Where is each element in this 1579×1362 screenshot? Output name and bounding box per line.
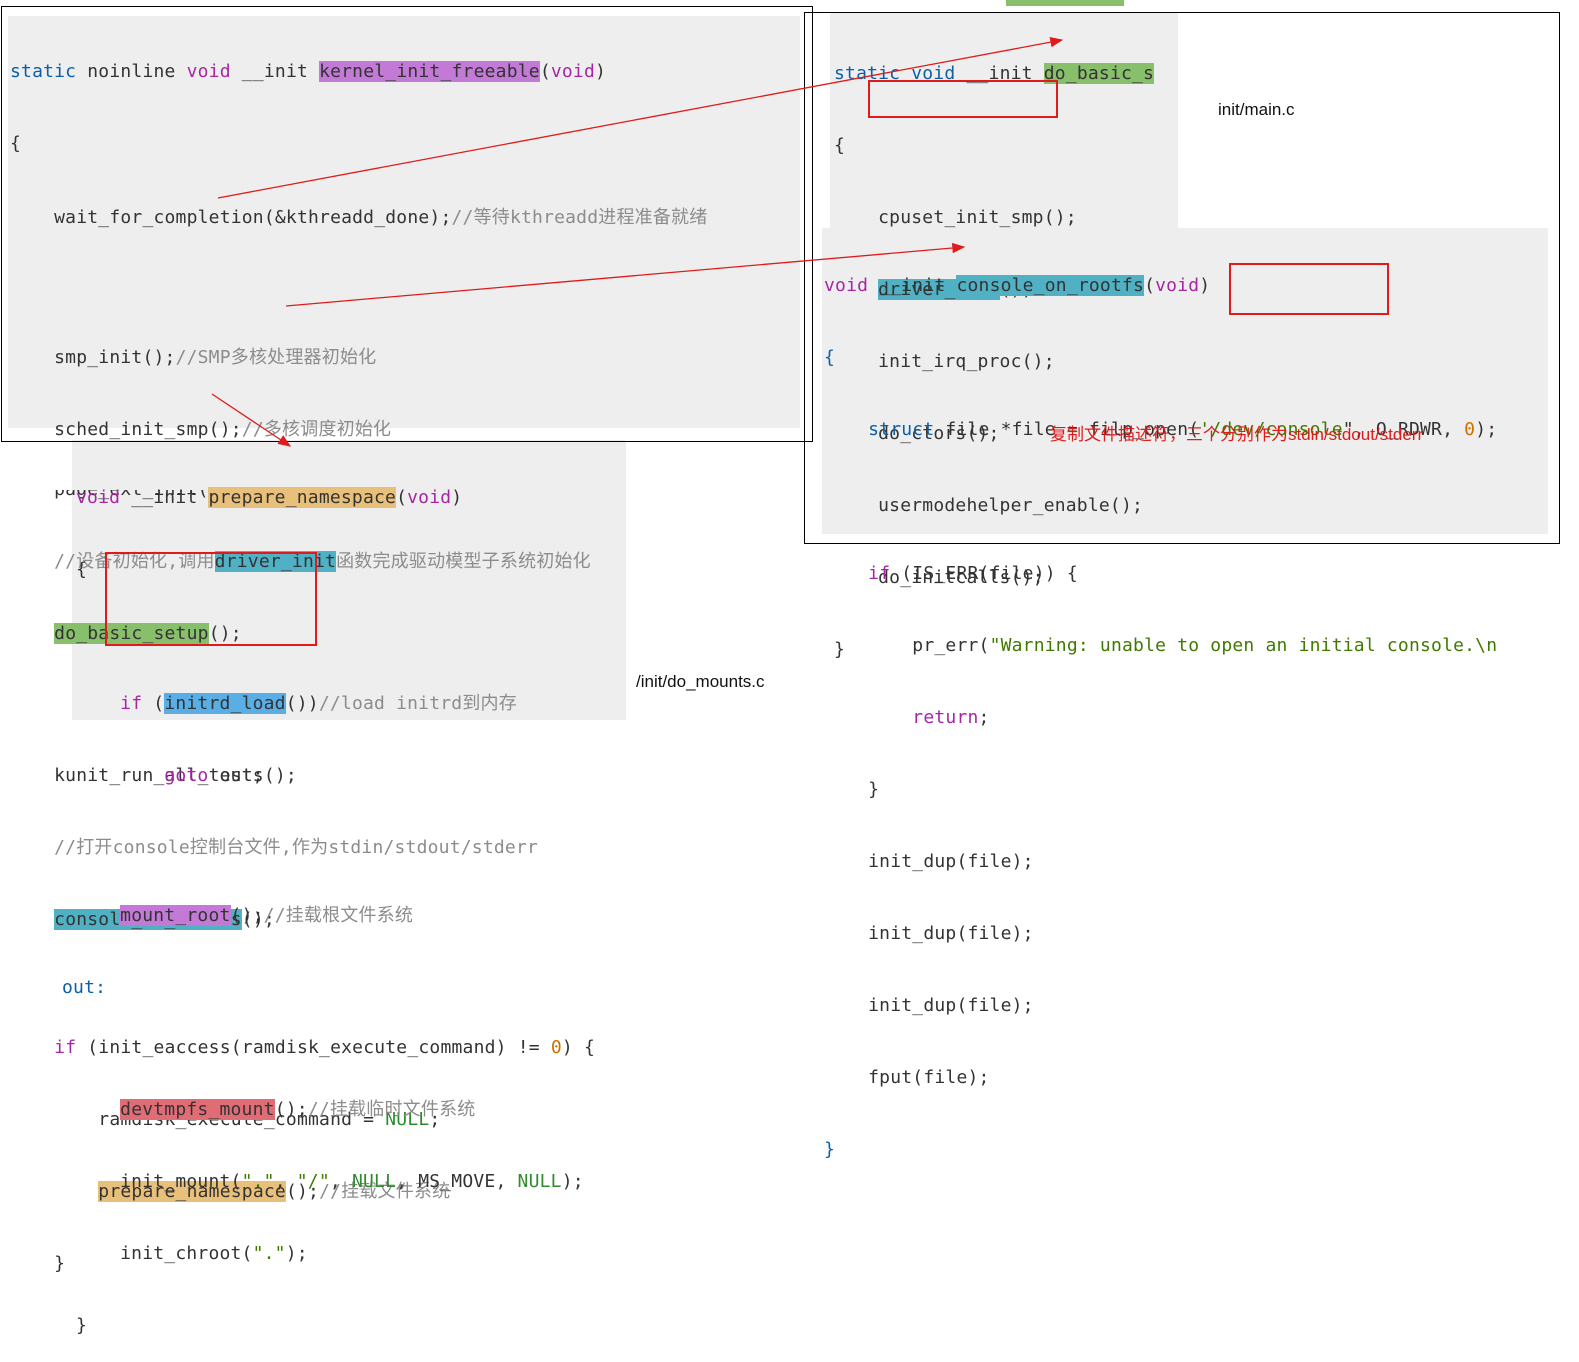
console-on-rootfs-def-fn: console_on_rootfs bbox=[956, 275, 1145, 296]
ctors-line: do_ctors(); bbox=[834, 423, 1000, 444]
init-chroot-line: init_chroot("."); bbox=[76, 1243, 308, 1264]
top-edge-bar bbox=[1006, 0, 1124, 6]
arrow-basic-setup bbox=[217, 37, 1064, 199]
driver-init-highlight-box bbox=[868, 80, 1058, 118]
usermode-line: usermodehelper_enable(); bbox=[834, 495, 1144, 516]
basic-setup-code: static void __init do_basic_s { cpuset_i… bbox=[834, 14, 1155, 686]
sched-line: sched_init_smp();//多核调度初始化 bbox=[10, 419, 392, 440]
right-frame bbox=[804, 12, 1560, 544]
basic-setup-call: do_basic_setup(); bbox=[54, 623, 242, 644]
is-err-line: if (IS_ERR(file)) { bbox=[868, 563, 1078, 584]
cpuset-line: cpuset_init_smp(); bbox=[834, 207, 1077, 228]
kernel-init-signature: static noinline void __init kernel_init_… bbox=[10, 61, 607, 82]
init-dup-note: 复制文件描述符，三个分别作为stdin/stdout/stderr bbox=[1050, 425, 1424, 444]
mount-root-line: mount_root();//挂载根文件系统 bbox=[120, 905, 414, 926]
prepare-brace-close: } bbox=[76, 1315, 88, 1336]
devtmpfs-line: devtmpfs_mount();//挂载临时文件系统 bbox=[120, 1099, 476, 1120]
arrow-overlay bbox=[211, 37, 1064, 447]
do-basic-setup-fn: do_basic_setup bbox=[54, 623, 209, 644]
out-label-line: out: bbox=[62, 977, 107, 998]
initrd-load-fn: initrd_load bbox=[164, 693, 286, 714]
init-dup-line-3: init_dup(file); bbox=[824, 995, 1034, 1016]
fput-line: fput(file); bbox=[824, 1067, 990, 1088]
prepare-ns-signature: void __init prepare_namespace(void) bbox=[76, 487, 463, 508]
mount-highlight-box bbox=[105, 552, 317, 646]
basic-brace-close: } bbox=[834, 639, 846, 660]
prepare-ns-panel bbox=[72, 440, 626, 720]
brace-open: { bbox=[10, 133, 22, 154]
basic-setup-signature: static void __init do_basic_s bbox=[834, 63, 1155, 84]
basic-brace-open: { bbox=[834, 135, 846, 156]
console-signature: void __init console_on_rootfs(void) bbox=[824, 275, 1211, 296]
main-c-label: init/main.c bbox=[1218, 100, 1295, 119]
do-mounts-label: /init/do_mounts.c bbox=[636, 672, 765, 691]
init-dup-line-2: init_dup(file); bbox=[824, 923, 1034, 944]
prepare-namespace-def-fn: prepare_namespace bbox=[208, 487, 397, 508]
kernel-init-frame bbox=[1, 6, 813, 442]
prepare-brace-open: { bbox=[76, 559, 88, 580]
do-basic-setup-def-fn: do_basic_s bbox=[1043, 63, 1155, 84]
smp-line: smp_init();//SMP多核处理器初始化 bbox=[10, 347, 377, 368]
console-brace-open: { bbox=[824, 347, 836, 368]
dev-console-highlight-box bbox=[1229, 263, 1389, 315]
init-dup-line-1: init_dup(file); bbox=[824, 851, 1034, 872]
pr-err-line: pr_err("Warning: unable to open an initi… bbox=[824, 635, 1498, 656]
console-inner-close: } bbox=[824, 779, 880, 800]
initrd-line: if (initrd_load())//load initrd到内存 bbox=[120, 693, 517, 714]
filp-open-line: struct file *file = filp_open('/dev/cons… bbox=[868, 419, 1498, 440]
return-line: return; bbox=[912, 707, 990, 728]
device-init-comment: //设备初始化,调用driver_init函数完成驱动模型子系统初始化 bbox=[10, 551, 591, 572]
kernel-init-freeable-fn: kernel_init_freeable bbox=[319, 61, 540, 82]
init-mount-line: init_mount(".", "/", NULL, MS_MOVE, NULL… bbox=[76, 1171, 584, 1192]
initcalls-line: do_initcalls(); bbox=[834, 567, 1044, 588]
mount-root-fn: mount_root bbox=[120, 905, 231, 926]
arrow-prepare-namespace bbox=[211, 393, 292, 447]
basic-setup-panel bbox=[830, 12, 1178, 228]
wait-line: wait_for_completion(&kthreadd_done);//等待… bbox=[10, 207, 708, 228]
arrow-console-on-rootfs bbox=[285, 242, 966, 307]
console-brace-close: } bbox=[824, 1139, 836, 1160]
irq-line: init_irq_proc(); bbox=[834, 351, 1055, 372]
kernel-init-panel bbox=[8, 16, 800, 428]
devtmpfs-mount-fn: devtmpfs_mount bbox=[120, 1099, 275, 1120]
goto-line: goto out; bbox=[164, 765, 264, 786]
page-ext-line: page_ext_init(); bbox=[10, 490, 707, 502]
